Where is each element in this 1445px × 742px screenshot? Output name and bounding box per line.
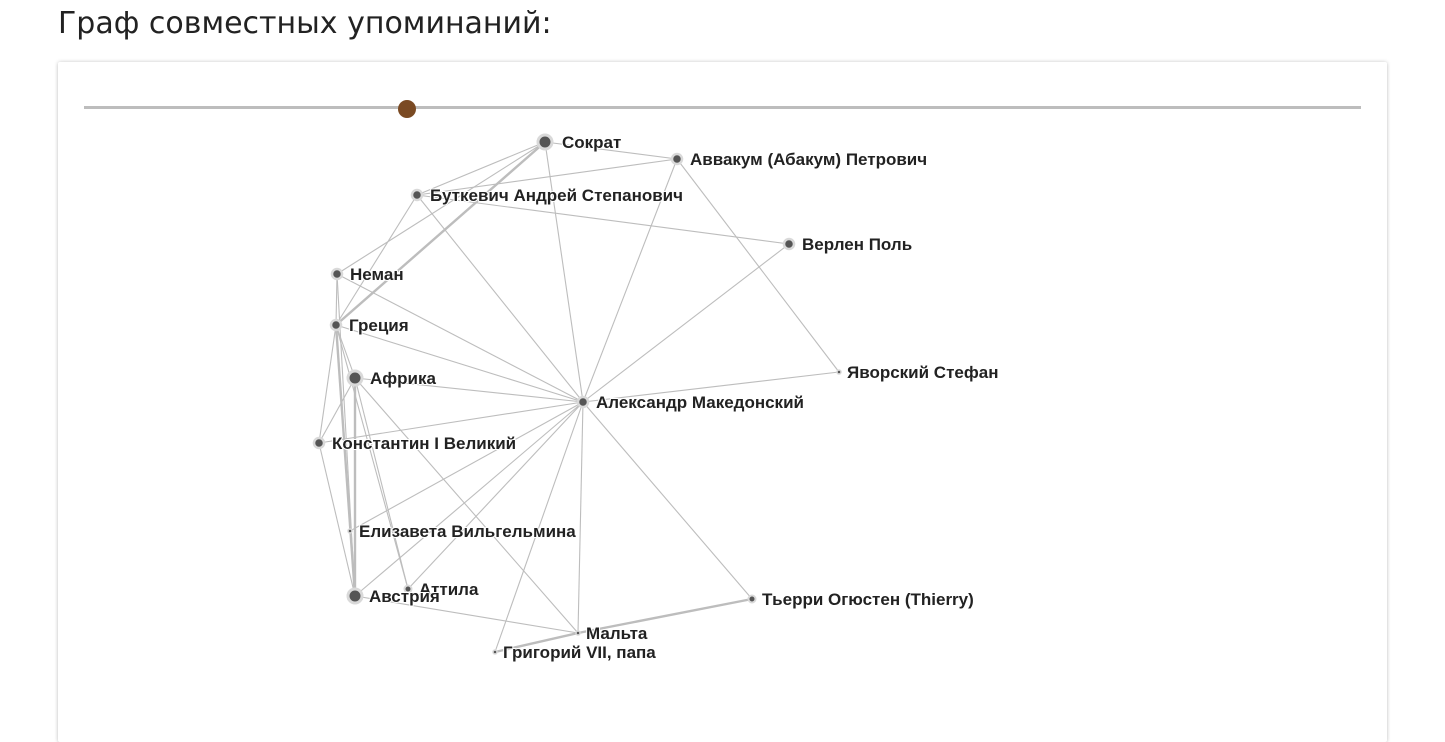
node-circle[interactable]: [403, 584, 413, 594]
node-sokrat[interactable]: Сократ: [536, 132, 622, 153]
node-elizaveta[interactable]: Елизавета Вильгельмина: [347, 521, 577, 542]
node-circle[interactable]: [312, 436, 326, 450]
node-circle[interactable]: [329, 318, 343, 332]
node-label: Африка: [370, 369, 436, 388]
node-circle[interactable]: [836, 369, 842, 375]
node-label: Григорий VII, папа: [503, 643, 656, 662]
node-circle[interactable]: [330, 267, 344, 281]
node-circle[interactable]: [346, 587, 364, 605]
node-label: Константин I Великий: [332, 434, 516, 453]
node-circle[interactable]: [747, 594, 757, 604]
node-circle[interactable]: [670, 152, 684, 166]
node-circle[interactable]: [410, 188, 424, 202]
node-circle[interactable]: [782, 237, 796, 251]
node-butkevich[interactable]: Буткевич Андрей Степанович: [410, 185, 684, 206]
slider-thumb[interactable]: [398, 100, 416, 118]
node-label: Верлен Поль: [802, 235, 912, 254]
node-label: Аттила: [419, 580, 479, 599]
node-terri[interactable]: Тьерри Огюстен (Thierry): [747, 589, 975, 610]
node-neman[interactable]: Неман: [330, 264, 405, 285]
node-label: Александр Македонский: [596, 393, 804, 412]
node-circle[interactable]: [492, 649, 498, 655]
node-label: Елизавета Вильгельмина: [359, 522, 576, 541]
node-grigoriy[interactable]: Григорий VII, папа: [492, 642, 657, 663]
node-label: Яворский Стефан: [847, 363, 998, 382]
slider-track[interactable]: [84, 106, 1361, 109]
node-konstantin[interactable]: Константин I Великий: [312, 433, 517, 454]
node-label: Греция: [349, 316, 409, 335]
node-circle[interactable]: [576, 395, 590, 409]
node-label: Буткевич Андрей Степанович: [430, 186, 683, 205]
node-greciya[interactable]: Греция: [329, 315, 410, 336]
node-label: Неман: [350, 265, 404, 284]
node-label: Тьерри Огюстен (Thierry): [762, 590, 974, 609]
node-avstriya[interactable]: Австрия: [346, 586, 441, 607]
node-malta[interactable]: Мальта: [575, 623, 649, 644]
node-circle[interactable]: [536, 133, 554, 151]
node-afrika[interactable]: Африка: [346, 368, 437, 389]
node-label: Сократ: [562, 133, 621, 152]
node-attila[interactable]: Аттила: [403, 579, 480, 600]
node-label: Аввакум (Абакум) Петрович: [690, 150, 927, 169]
node-label: Мальта: [586, 624, 648, 643]
node-circle[interactable]: [575, 630, 581, 636]
node-aleksandr[interactable]: Александр Македонский: [576, 392, 805, 413]
node-circle[interactable]: [346, 369, 364, 387]
node-verlen[interactable]: Верлен Поль: [782, 234, 913, 255]
page-title: Граф совместных упоминаний:: [58, 6, 552, 41]
node-label: Австрия: [369, 587, 440, 606]
node-avvakum[interactable]: Аввакум (Абакум) Петрович: [670, 149, 928, 170]
node-circle[interactable]: [347, 528, 353, 534]
node-yavorsky[interactable]: Яворский Стефан: [836, 362, 999, 383]
